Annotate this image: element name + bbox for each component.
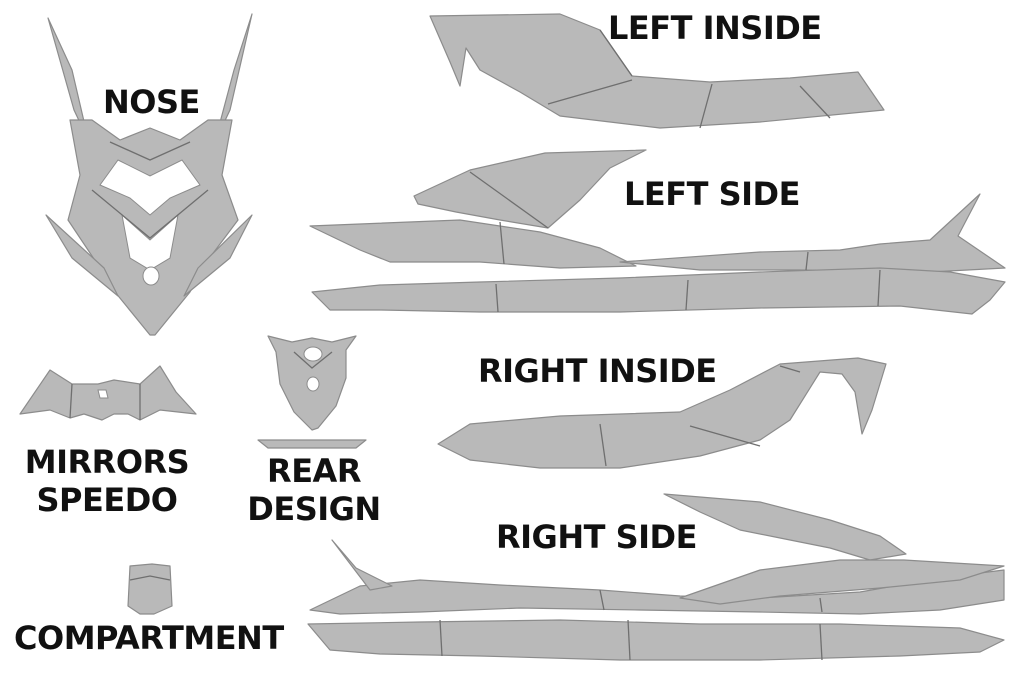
right-side-label: RIGHT SIDE xyxy=(496,518,697,556)
mirrors-speedo-label-line2: SPEEDO xyxy=(36,481,178,519)
nose-label: NOSE xyxy=(103,83,200,121)
right-inside-panel xyxy=(437,357,887,469)
left-side-label: LEFT SIDE xyxy=(624,175,800,213)
mirrors-speedo-panel xyxy=(19,365,197,421)
rear-design-label-line1: REAR xyxy=(267,452,361,490)
rear-design-label: REAR DESIGN xyxy=(240,452,388,528)
right-side-panel xyxy=(307,493,1005,661)
compartment-label: COMPARTMENT xyxy=(14,619,284,657)
left-side-panel xyxy=(309,149,1006,315)
mirrors-speedo-label-line1: MIRRORS xyxy=(24,443,190,481)
rear-design-panel xyxy=(257,335,367,449)
compartment-panel xyxy=(127,563,173,615)
left-inside-panel xyxy=(429,13,885,129)
right-inside-label: RIGHT INSIDE xyxy=(478,352,717,390)
rear-design-label-line2: DESIGN xyxy=(247,490,381,528)
mirrors-speedo-label: MIRRORS SPEEDO xyxy=(14,443,200,519)
left-inside-label: LEFT INSIDE xyxy=(608,9,822,47)
nose-panel xyxy=(45,13,253,336)
